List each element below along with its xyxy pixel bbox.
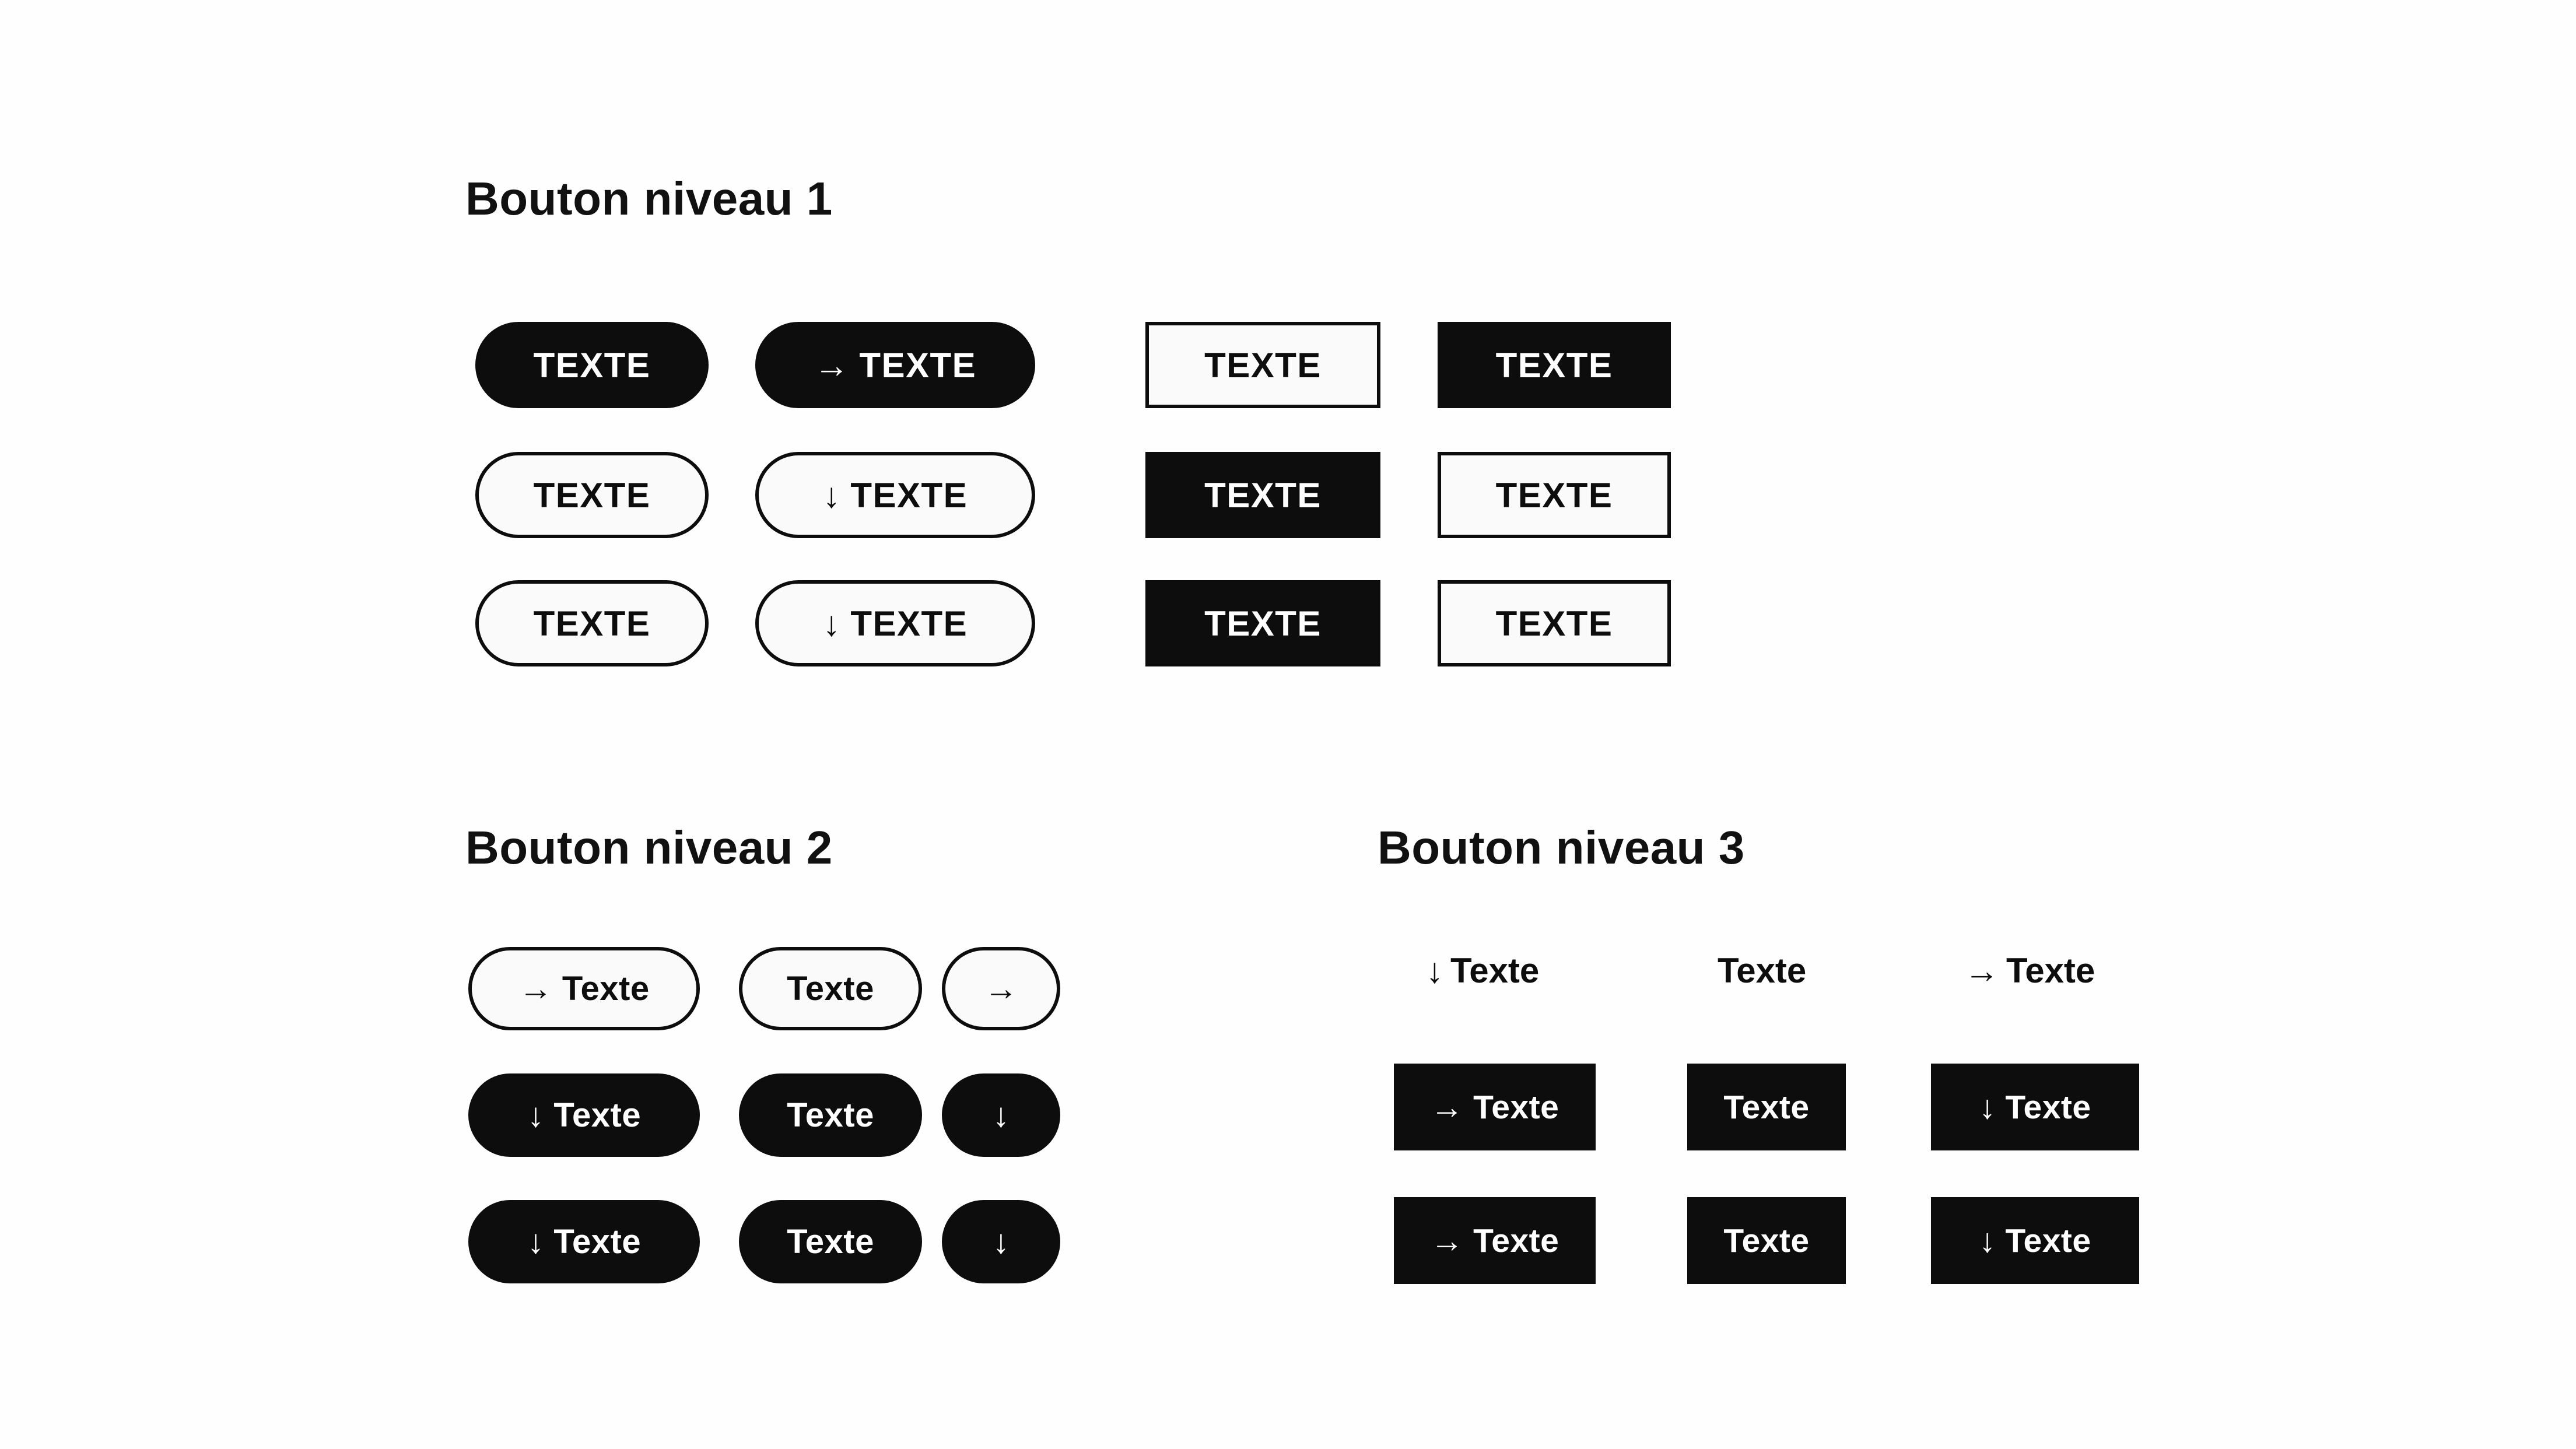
n3-rect-solid-button[interactable]: Texte xyxy=(1687,1197,1846,1284)
arrow-down-icon: ↓ xyxy=(527,1096,545,1134)
section-title-niveau-3: Bouton niveau 3 xyxy=(1378,822,1745,873)
n1-pill-solid-arrow-right-button[interactable]: → TEXTE xyxy=(755,322,1035,408)
button-label: TEXTE xyxy=(1204,345,1322,385)
n2-icon-only-solid-arrow-down-button[interactable]: ↓ xyxy=(942,1073,1060,1157)
n1-pill-outline-arrow-down-button[interactable]: ↓ TEXTE xyxy=(755,580,1035,666)
n1-pill-outline-button[interactable]: TEXTE xyxy=(475,452,709,538)
n2-pill-solid-arrow-down-button[interactable]: ↓ Texte xyxy=(468,1073,700,1157)
n1-pill-solid-button[interactable]: TEXTE xyxy=(475,322,709,408)
n2-icon-only-outline-arrow-right-button[interactable]: → xyxy=(942,947,1060,1030)
button-label: TEXTE xyxy=(533,475,651,515)
n3-rect-solid-arrow-down-button[interactable]: ↓ Texte xyxy=(1931,1197,2139,1284)
arrow-down-icon: ↓ xyxy=(822,604,842,643)
section-title-niveau-2: Bouton niveau 2 xyxy=(465,822,833,873)
button-label: Texte xyxy=(1723,1222,1810,1259)
n3-rect-solid-arrow-right-button[interactable]: → Texte xyxy=(1394,1197,1596,1284)
n2-icon-only-solid-arrow-down-button[interactable]: ↓ xyxy=(942,1200,1060,1283)
n2-pill-outline-arrow-right-button[interactable]: → Texte xyxy=(468,947,700,1030)
arrow-right-icon: → xyxy=(1430,1088,1464,1126)
n1-pill-outline-arrow-down-button[interactable]: ↓ TEXTE xyxy=(755,452,1035,538)
button-label: TEXTE xyxy=(1495,604,1613,643)
button-label: Texte xyxy=(1473,1088,1559,1126)
arrow-right-icon: → xyxy=(984,970,1018,1008)
n3-text-link-arrow-right[interactable]: → Texte xyxy=(1964,950,2095,991)
arrow-down-icon: ↓ xyxy=(1979,1088,1996,1126)
n1-rect-solid-button[interactable]: TEXTE xyxy=(1438,322,1671,408)
n2-pill-outline-button[interactable]: Texte xyxy=(739,947,922,1030)
arrow-down-icon: ↓ xyxy=(1979,1222,1996,1259)
link-label: Texte xyxy=(1450,951,1540,990)
arrow-right-icon: → xyxy=(1430,1222,1464,1259)
arrow-right-icon: → xyxy=(518,970,553,1008)
button-label: TEXTE xyxy=(533,345,651,385)
n3-text-link[interactable]: Texte xyxy=(1718,950,1806,991)
button-label: Texte xyxy=(562,970,650,1008)
link-label: Texte xyxy=(2006,951,2095,990)
button-label: TEXTE xyxy=(1204,475,1322,515)
n3-text-link-arrow-down[interactable]: ↓ Texte xyxy=(1426,950,1539,991)
arrow-down-icon: ↓ xyxy=(992,1223,1010,1261)
arrow-down-icon: ↓ xyxy=(822,475,842,515)
n1-rect-outline-button[interactable]: TEXTE xyxy=(1145,322,1380,408)
button-label: Texte xyxy=(1723,1088,1810,1126)
n3-rect-solid-button[interactable]: Texte xyxy=(1687,1064,1846,1150)
arrow-down-icon: ↓ xyxy=(527,1223,545,1261)
arrow-down-icon: ↓ xyxy=(992,1096,1010,1134)
button-label: TEXTE xyxy=(859,345,977,385)
n2-pill-solid-button[interactable]: Texte xyxy=(739,1200,922,1283)
section-title-niveau-1: Bouton niveau 1 xyxy=(465,173,833,224)
n1-rect-outline-button[interactable]: TEXTE xyxy=(1438,580,1671,666)
button-label: TEXTE xyxy=(1204,604,1322,643)
button-label: TEXTE xyxy=(533,604,651,643)
button-label: Texte xyxy=(2005,1222,2091,1259)
arrow-down-icon: ↓ xyxy=(1426,951,1443,990)
link-label: Texte xyxy=(1718,951,1807,990)
button-label: TEXTE xyxy=(850,604,968,643)
arrow-right-icon: → xyxy=(1964,951,1999,990)
button-label: Texte xyxy=(787,1096,874,1134)
n3-rect-solid-arrow-down-button[interactable]: ↓ Texte xyxy=(1931,1064,2139,1150)
button-label: Texte xyxy=(787,1223,874,1261)
n1-pill-outline-button[interactable]: TEXTE xyxy=(475,580,709,666)
button-label: Texte xyxy=(1473,1222,1559,1259)
n3-rect-solid-arrow-right-button[interactable]: → Texte xyxy=(1394,1064,1596,1150)
n1-rect-solid-button[interactable]: TEXTE xyxy=(1145,580,1380,666)
button-label: Texte xyxy=(553,1223,642,1261)
button-label: TEXTE xyxy=(1495,345,1613,385)
n2-pill-solid-button[interactable]: Texte xyxy=(739,1073,922,1157)
n2-pill-solid-arrow-down-button[interactable]: ↓ Texte xyxy=(468,1200,700,1283)
button-label: TEXTE xyxy=(1495,475,1613,515)
n1-rect-solid-button[interactable]: TEXTE xyxy=(1145,452,1380,538)
button-label: Texte xyxy=(2005,1088,2091,1126)
arrow-right-icon: → xyxy=(814,345,850,385)
button-label: TEXTE xyxy=(850,475,968,515)
button-label: Texte xyxy=(553,1096,642,1134)
button-label: Texte xyxy=(787,970,874,1008)
n1-rect-outline-button[interactable]: TEXTE xyxy=(1438,452,1671,538)
